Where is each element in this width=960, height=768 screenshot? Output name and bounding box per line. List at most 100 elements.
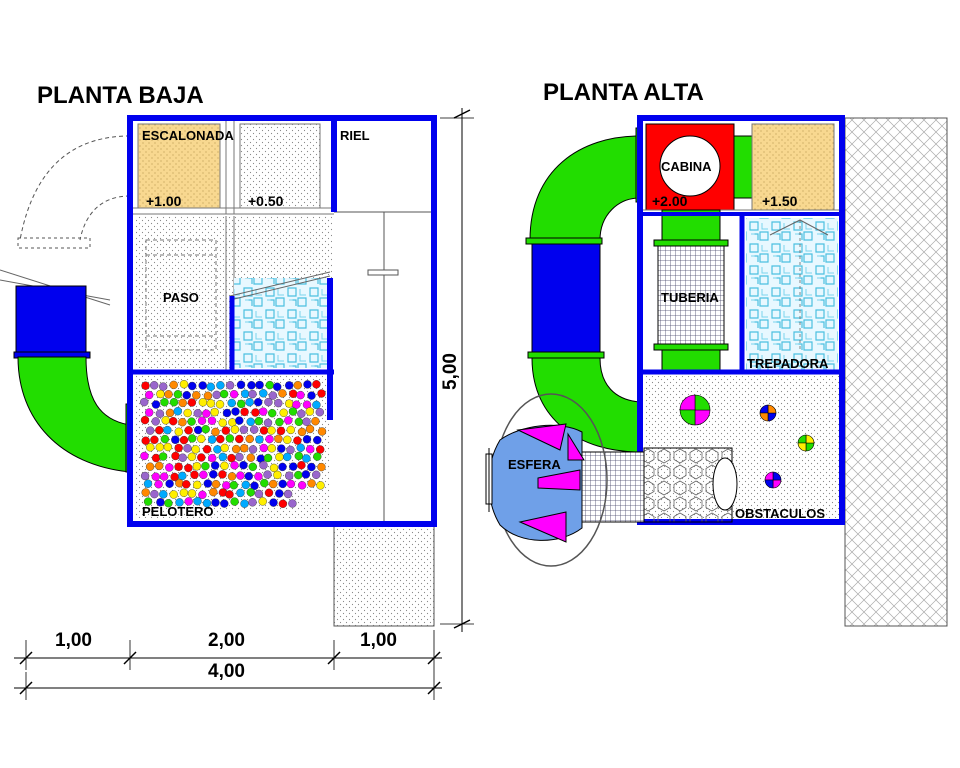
ball — [296, 443, 305, 452]
roof-panel — [844, 117, 948, 627]
ball — [228, 418, 237, 427]
ground-mesh — [234, 278, 328, 368]
ball — [307, 391, 316, 400]
ball — [164, 390, 173, 399]
ball — [193, 497, 202, 506]
upper-blue-tunnel — [531, 243, 601, 355]
obstacle-disc — [764, 471, 782, 489]
ball — [286, 445, 295, 455]
ball — [276, 426, 286, 436]
ball — [171, 451, 180, 461]
ball — [259, 426, 269, 435]
ball — [286, 425, 295, 435]
ball — [297, 427, 307, 437]
ball — [294, 451, 303, 461]
ball — [198, 398, 208, 407]
ball — [222, 408, 232, 418]
ball — [245, 398, 254, 407]
ball — [313, 452, 322, 461]
ball — [144, 390, 154, 400]
ball — [312, 380, 321, 389]
ball — [141, 488, 150, 497]
ball — [197, 453, 206, 462]
ball — [301, 470, 311, 479]
ball — [289, 389, 298, 398]
ball — [302, 435, 312, 444]
ball — [303, 380, 312, 389]
ball — [259, 461, 268, 470]
ball — [254, 489, 264, 499]
upper-outer-wall — [637, 115, 845, 525]
ball — [174, 443, 183, 453]
ball — [260, 478, 269, 488]
ball — [212, 390, 221, 400]
pelotero-label: PELOTERO — [142, 504, 214, 519]
ball — [311, 417, 320, 426]
ball — [248, 498, 257, 507]
ball — [151, 472, 161, 481]
ball — [203, 479, 213, 488]
ball — [255, 435, 264, 444]
blue-tunnel — [15, 285, 87, 357]
ball — [229, 390, 239, 399]
ball — [275, 489, 284, 498]
ball — [269, 479, 278, 489]
rail-marker — [367, 269, 399, 276]
ball — [259, 389, 268, 398]
ball — [302, 454, 311, 463]
ball — [285, 399, 294, 408]
ball — [220, 499, 229, 508]
ball — [150, 435, 159, 444]
ball — [235, 416, 244, 425]
ball — [267, 426, 276, 435]
dim-seg2: 2,00 — [208, 630, 245, 651]
ball — [312, 470, 321, 479]
ball — [178, 453, 187, 462]
ball — [145, 462, 155, 471]
ball — [317, 462, 326, 472]
ball — [209, 470, 218, 479]
ball — [286, 479, 296, 489]
ball — [211, 480, 221, 489]
ghost-tube-outline — [19, 135, 131, 241]
ball — [191, 445, 200, 454]
obstacle-disc — [759, 404, 777, 422]
ball — [288, 407, 298, 416]
ball — [151, 417, 160, 426]
ball — [179, 380, 189, 389]
upper-floor-plan: CABINA +2.00 +1.50 TUBERIA TREPADORA ESF… — [485, 115, 948, 627]
ball — [285, 381, 294, 390]
ball — [245, 434, 254, 444]
ball — [225, 381, 235, 390]
ball — [196, 434, 206, 443]
ball — [155, 443, 165, 452]
ball — [259, 407, 268, 416]
ball — [240, 407, 249, 417]
upper-floor-title: PLANTA ALTA — [543, 79, 704, 106]
ground-floor-plan: ESCALONADA +1.00 +0.50 RIEL PASO PELOTER… — [0, 115, 437, 627]
ball — [174, 427, 184, 436]
ball — [178, 471, 187, 481]
ball — [246, 488, 256, 497]
ball — [207, 435, 217, 444]
ball — [278, 479, 287, 489]
ball — [155, 409, 165, 418]
ball — [165, 463, 174, 472]
ball — [278, 499, 288, 508]
ball — [206, 399, 216, 408]
cabina-label: CABINA — [661, 159, 712, 174]
ball — [202, 409, 211, 418]
ball — [160, 398, 169, 407]
ball — [297, 409, 306, 418]
ball — [284, 416, 293, 425]
ball — [163, 442, 173, 452]
ball — [141, 381, 150, 390]
ball — [250, 481, 259, 490]
ball — [259, 443, 268, 453]
ball — [278, 462, 287, 472]
ball — [184, 426, 193, 435]
ball — [198, 381, 207, 390]
ball — [197, 416, 207, 425]
ball — [227, 398, 236, 408]
ball — [187, 417, 196, 426]
